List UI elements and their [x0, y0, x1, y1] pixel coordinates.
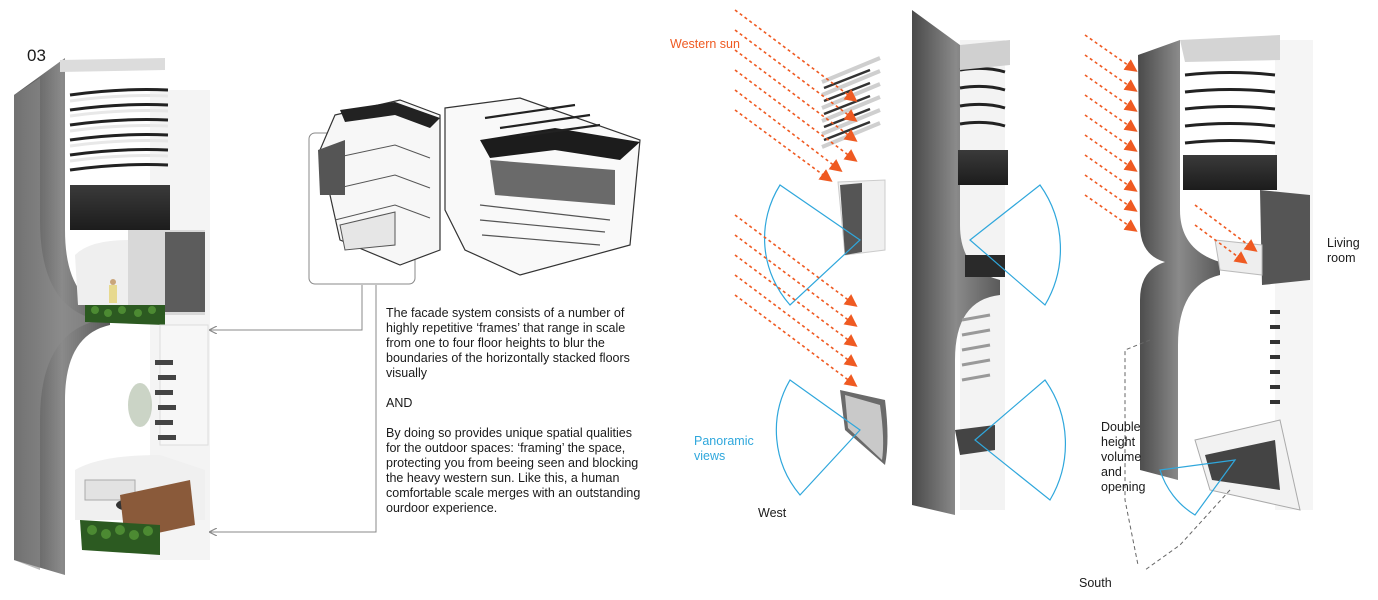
axonometric-model [308, 97, 641, 285]
tower-section-middle [912, 10, 1067, 515]
label-living-room: Living room [1327, 236, 1360, 265]
western-sun-arrows [734, 9, 1258, 387]
tower-section-right [1124, 35, 1313, 571]
description-paragraph-1: The facade system consists of a number o… [386, 306, 630, 380]
facade-description: The facade system consists of a number o… [386, 306, 646, 531]
connector-arrows [210, 285, 377, 532]
label-west: West [758, 506, 787, 520]
tower-section-left [14, 58, 210, 575]
west-diagram [763, 56, 888, 496]
description-connector: AND [386, 396, 413, 410]
label-western-sun: Western sun [670, 37, 740, 51]
label-double-height: Double height volume and opening [1101, 420, 1146, 494]
label-panoramic-views: Panoramic views [694, 434, 754, 463]
page-number: 03 [27, 46, 46, 65]
label-south: South [1079, 576, 1112, 590]
description-paragraph-2: By doing so provides unique spatial qual… [386, 426, 641, 515]
